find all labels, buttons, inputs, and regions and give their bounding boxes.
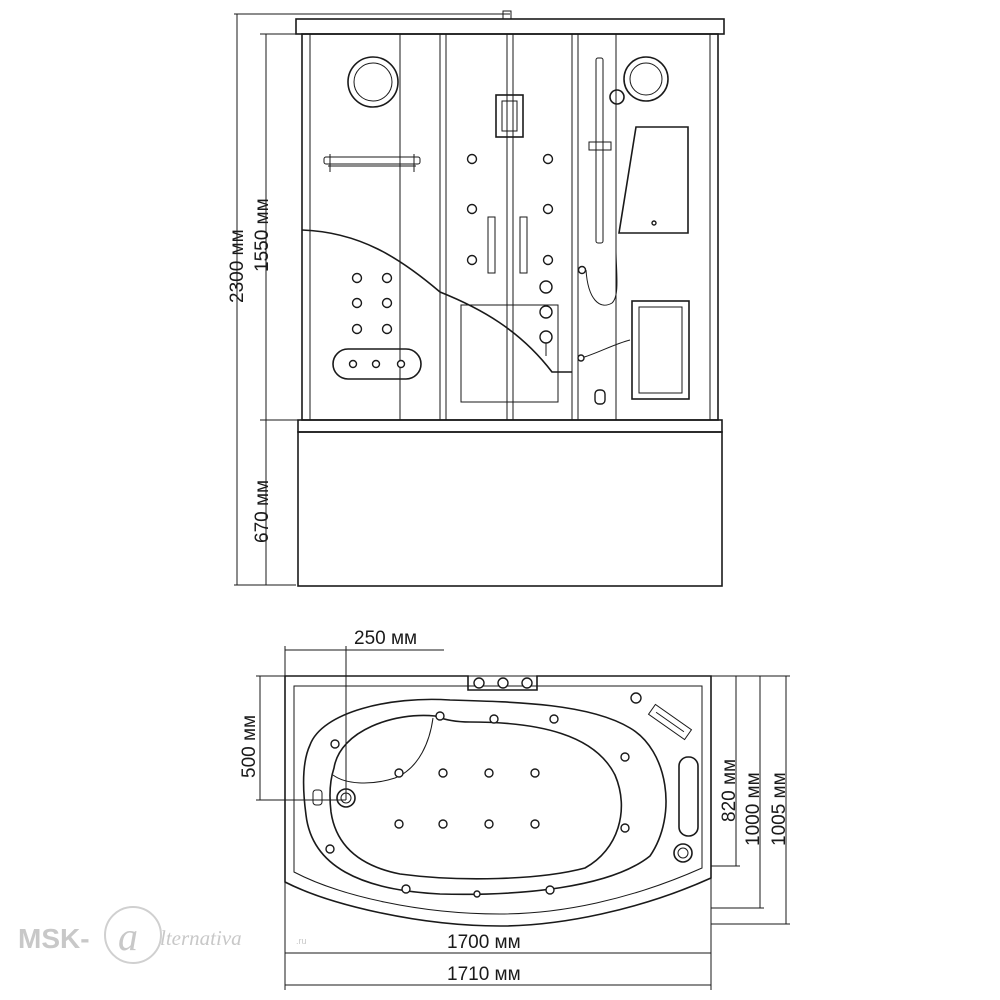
door-bench [460,304,559,403]
dim-headrest-offset: 250 мм [354,628,417,649]
towel-rail [323,156,421,165]
hydro-jets [325,711,630,898]
bottom-air-jets [394,768,540,829]
overflow-icon [312,789,323,806]
door-handle-right [519,216,528,274]
shower-tray [297,419,723,433]
top-view: 250 мм 500 мм 820 мм 1000 мм 1005 мм 170… [239,628,790,990]
watermark-brand-right: lternativa [160,926,242,950]
rim-button-icon [630,692,642,704]
door-handle-left [487,216,496,274]
dim-depth-1000: 1000 мм [743,772,764,846]
base-skirt [297,431,723,587]
shelf-box [631,300,690,400]
headrest-curve [332,717,434,784]
control-panel [618,126,689,234]
svg-text:a: a [118,914,138,959]
dim-outer-length: 1710 мм [447,964,521,985]
ceiling-light [495,94,524,138]
shower-head-icon [609,89,625,105]
dim-cabin-height: 1550 мм [252,198,273,272]
tub-basin-inner [329,714,623,880]
tub-faucet [467,675,538,691]
watermark-brand-left: MSK- [18,923,90,954]
mixer-knob-icon [539,280,553,294]
glass-wave-line [301,229,572,373]
roof-vent [502,10,512,20]
side-knob-icon [673,843,693,863]
dim-base-height: 670 мм [252,480,273,543]
dim-headrest-depth: 500 мм [239,715,260,778]
watermark-at-icon [104,906,162,964]
dim-depth-1005: 1005 мм [769,772,790,846]
pillow [678,756,699,837]
dim-inner-depth: 820 мм [719,759,740,822]
cabin-roof [295,18,725,35]
rim-control-panel [647,703,693,741]
drain-button-icon [594,389,606,405]
dim-inner-length: 1700 мм [447,932,521,953]
right-speaker-icon [623,56,669,102]
seat-icon [332,348,422,380]
left-back-jets [351,272,393,335]
center-jets [466,153,554,266]
left-speaker-icon [347,56,399,108]
tub-basin-outer [302,698,667,896]
watermark-domain: .ru [296,936,307,946]
watermark: MSK- a lternativa .ru [18,906,307,964]
dim-total-height: 2300 мм [227,229,248,303]
front-view: 2300 мм 1550 мм 670 мм [227,10,725,587]
